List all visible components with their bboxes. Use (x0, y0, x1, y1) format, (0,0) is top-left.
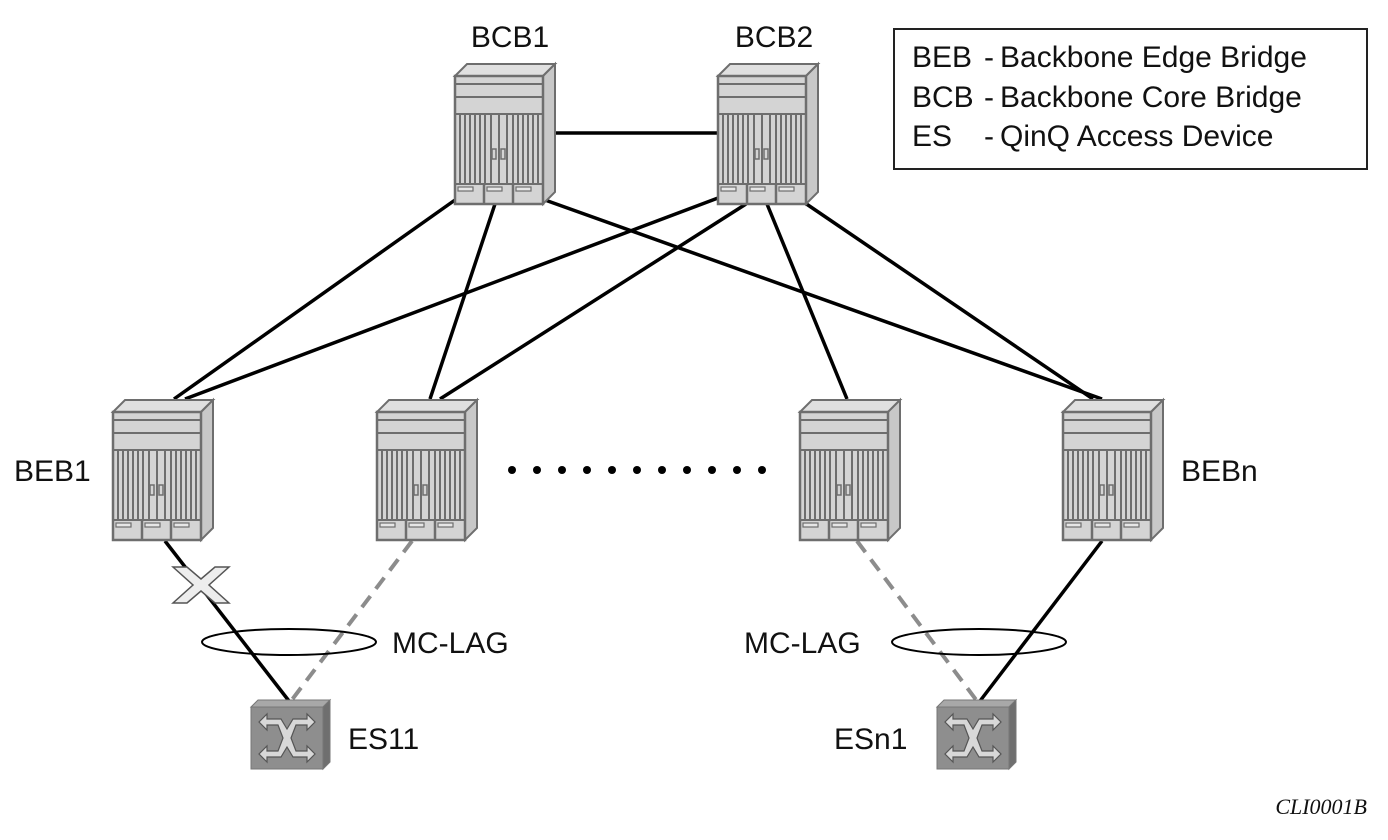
ellipsis-dot (733, 466, 741, 474)
legend-abbr-beb: BEB (912, 41, 972, 74)
device-esn1-icon[interactable] (936, 699, 1017, 770)
label-beb1: BEB1 (14, 455, 91, 488)
legend-sep-beb: - (984, 41, 994, 74)
device-bcb1-icon[interactable] (453, 62, 557, 206)
mclag-ellipse-right (891, 628, 1067, 656)
links (163, 131, 1104, 703)
legend-desc-beb: Backbone Edge Bridge (1000, 41, 1307, 74)
ellipsis-dot (708, 466, 716, 474)
legend-desc-bcb: Backbone Core Bridge (1000, 81, 1302, 114)
legend-box (893, 28, 1368, 170)
label-esn1: ESn1 (834, 723, 907, 756)
ellipsis-dot (508, 466, 516, 474)
ellipsis-dot (558, 466, 566, 474)
ellipsis-dot (633, 466, 641, 474)
ellipsis-dot (758, 466, 766, 474)
legend-abbr-bcb: BCB (912, 81, 974, 114)
device-es11-icon[interactable] (250, 699, 331, 770)
legend: BEB - Backbone Edge Bridge BCB - Backbon… (893, 28, 1368, 170)
ellipsis-dot (658, 466, 666, 474)
figure-id: CLI0001B (1275, 794, 1367, 819)
link-bcb1-beb1 (172, 198, 457, 401)
legend-desc-es: QinQ Access Device (1000, 120, 1273, 153)
mclag-ellipse-left (201, 628, 377, 656)
label-bcb2: BCB2 (735, 21, 813, 54)
more-nodes-ellipsis (508, 466, 766, 474)
link-failure-icon (171, 566, 231, 604)
ellipsis-dot (608, 466, 616, 474)
ellipsis-dot (683, 466, 691, 474)
device-bebn-icon[interactable] (1061, 398, 1165, 542)
link-bcb1-bebn (544, 198, 1103, 401)
link-beb3-esn1 (855, 539, 979, 703)
label-es11: ES11 (348, 723, 419, 756)
device-bcb2-icon[interactable] (716, 62, 820, 206)
legend-sep-bcb: - (984, 81, 994, 114)
label-bebn: BEBn (1181, 455, 1258, 488)
link-bcb2-beb1 (184, 196, 719, 401)
link-bcb2-bebn (804, 201, 1094, 401)
device-beb2-icon[interactable] (375, 398, 479, 542)
link-beb1-es11 (163, 539, 291, 703)
link-beb2-es11 (289, 539, 414, 703)
link-bcb2-beb2 (439, 202, 747, 401)
ellipsis-dot (533, 466, 541, 474)
label-mclag-right: MC-LAG (744, 627, 861, 660)
link-bcb2-beb3 (765, 203, 849, 400)
legend-sep-es: - (984, 120, 994, 153)
device-beb1-icon[interactable] (111, 398, 215, 542)
label-mclag-left: MC-LAG (392, 627, 509, 660)
ellipsis-dot (583, 466, 591, 474)
link-bcb1-beb2 (428, 203, 497, 400)
device-beb3-icon[interactable] (798, 398, 902, 542)
legend-abbr-es: ES (912, 120, 952, 153)
link-bebn-esn1 (978, 539, 1104, 703)
label-bcb1: BCB1 (471, 21, 549, 54)
